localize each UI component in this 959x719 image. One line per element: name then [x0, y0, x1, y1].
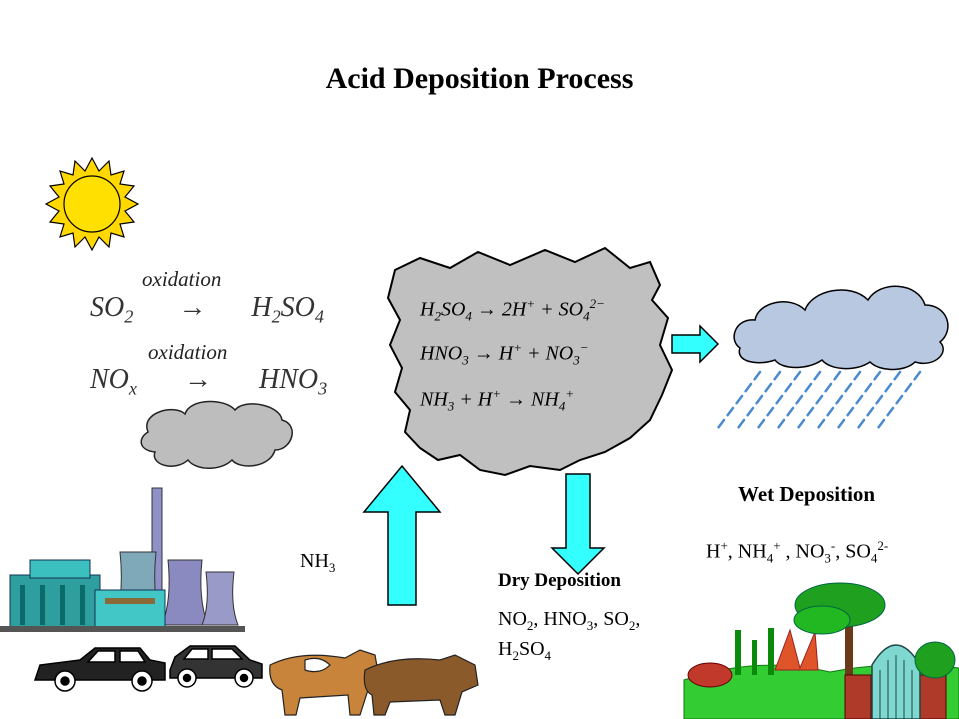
dry-deposition-species-line1: NO2, HNO3, SO2, [498, 608, 641, 633]
power-plant-icon [0, 487, 245, 632]
down-arrow [550, 473, 606, 576]
cloud-equation-2: HNO3 → H+ + NO3− [420, 340, 589, 368]
smoke-cloud-icon [140, 400, 293, 469]
cloud-equation-3: NH3 + H+ → NH4+ [420, 386, 575, 414]
cow-icon [269, 649, 479, 716]
oxidation-equation-so2: SO2 → H2SO4 [90, 292, 324, 327]
garden-icon [683, 582, 959, 719]
sun-icon [44, 156, 140, 252]
right-arrow [671, 324, 720, 364]
car-icon [33, 645, 263, 692]
oxidation-label-2: oxidation [148, 340, 228, 364]
wet-deposition-ions: H+, NH4+ , NO3-, SO42- [706, 538, 889, 566]
rain-icon [716, 370, 922, 430]
dry-deposition-heading: Dry Deposition [498, 570, 621, 591]
page-title: Acid Deposition Process [325, 62, 634, 95]
oxidation-equation-nox: NOx → HNO3 [90, 364, 328, 399]
up-arrow [362, 464, 442, 606]
acid-cloud [386, 246, 674, 477]
wet-deposition-heading: Wet Deposition [738, 482, 876, 506]
cloud-equation-1: H2SO4 → 2H+ + SO42− [420, 296, 605, 324]
rain-cloud-icon [733, 285, 949, 371]
oxidation-label-1: oxidation [142, 267, 222, 291]
nh3-label: NH3 [300, 550, 336, 575]
dry-deposition-species-line2: H2SO4 [498, 638, 552, 663]
